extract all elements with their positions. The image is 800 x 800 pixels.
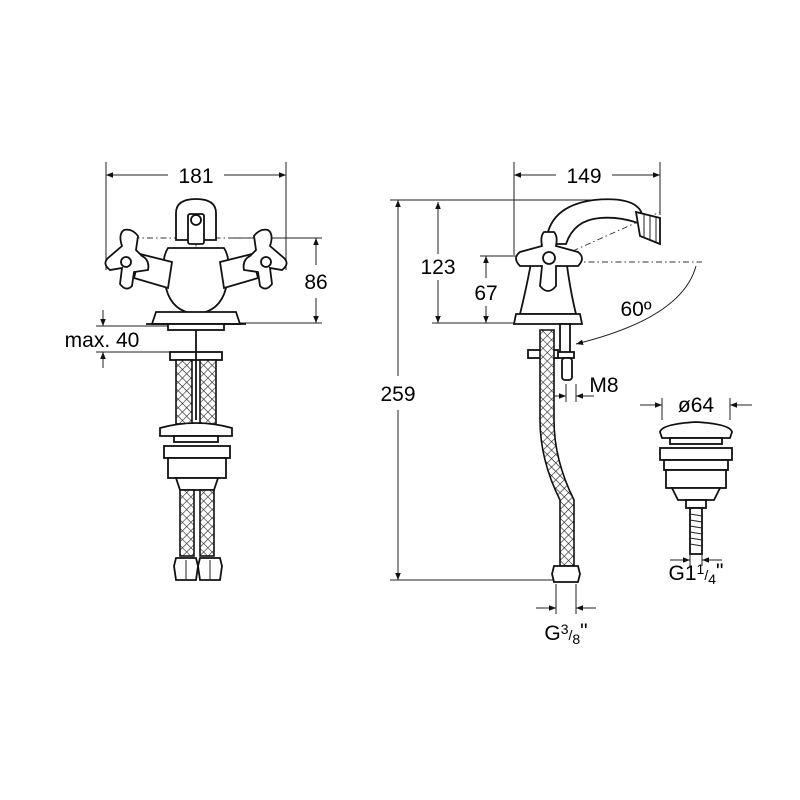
dimension-hose-thread: G3/8" [536,584,596,647]
dimension-height-spout: 123 [420,202,520,324]
spout-nozzle [634,210,661,246]
front-view: 181 86 max. 40 [65,162,328,581]
waste-cap [659,421,733,439]
label-waste-diameter: ø64 [678,394,715,417]
dimension-stud-thread: M8 [548,374,619,402]
label-overall-height: 259 [380,383,415,406]
waste-view: ø64 G11/4" [640,394,752,587]
dimension-max-thickness: max. 40 [65,310,178,368]
bidet-spout [545,198,648,245]
label-height-spout: 123 [420,256,455,279]
dimension-waste-diameter: ø64 [640,394,752,420]
hose-left-upper [175,359,193,425]
dimension-width-side: 149 [513,162,661,255]
hose-left-lower [179,489,195,557]
side-view: 149 259 123 67 60º [380,162,702,647]
waste-body [163,445,231,459]
label-max-thickness: max. 40 [65,329,140,352]
label-width-front: 181 [178,165,213,188]
label-hose-thread: G3/8" [544,620,587,647]
side-nut [551,565,581,583]
label-height-handle: 67 [474,282,497,305]
dimension-waste-thread: G11/4" [669,554,724,587]
label-width-side: 149 [566,165,601,188]
tap-body [162,247,230,315]
dimension-overall-height: 259 [380,199,600,581]
waste-flange [159,422,233,437]
hose-right-lower [199,489,215,557]
hose-right-upper [199,359,217,425]
dimension-spout-angle: 60º [547,211,702,346]
label-spout-angle: 60º [620,298,651,321]
label-height-handles: 86 [304,271,327,294]
waste-threaded-rod [689,507,703,555]
dimension-width-front: 181 [105,162,287,270]
label-stud-thread: M8 [589,374,618,397]
label-waste-thread: G11/4" [669,560,724,587]
